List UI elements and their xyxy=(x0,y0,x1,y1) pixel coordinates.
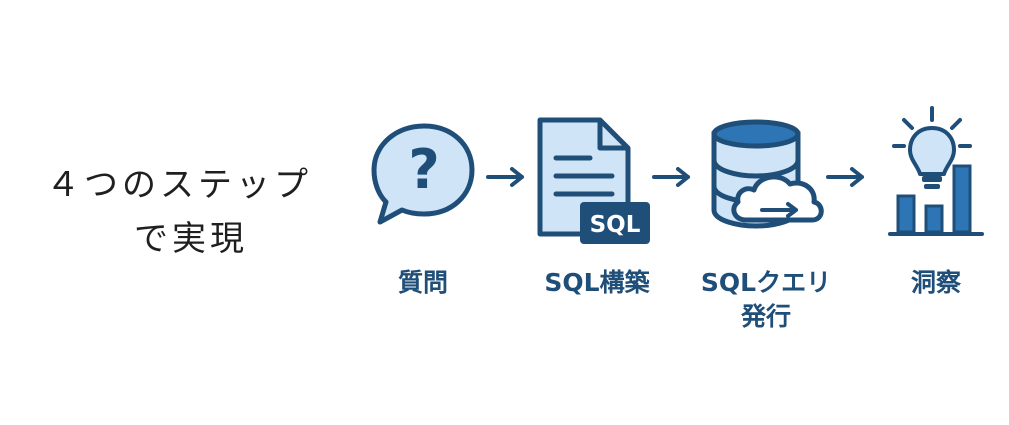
step-label-question: 質問 xyxy=(343,266,503,300)
database-cloud-icon xyxy=(711,119,824,229)
lightbulb-chart-icon xyxy=(888,106,984,236)
step-4-label: 洞察 xyxy=(910,268,961,297)
step-label-sql-build: SQL構築 xyxy=(517,266,677,300)
step-2-label: SQL構築 xyxy=(544,268,650,297)
question-mark-glyph: ? xyxy=(408,138,439,201)
step-label-sql-query: SQLクエリ 発行 xyxy=(686,266,846,334)
sql-document-icon: SQL xyxy=(537,117,650,244)
arrow-right-icon xyxy=(652,167,690,187)
title-line-2: で実現 xyxy=(134,219,248,259)
step-1-label: 質問 xyxy=(397,268,448,297)
step-label-insight: 洞察 xyxy=(856,266,1009,300)
sql-badge-text: SQL xyxy=(590,212,641,238)
step-3-label: SQLクエリ xyxy=(700,268,832,297)
arrow-right-icon xyxy=(826,167,864,187)
step-3-label-line2: 発行 xyxy=(740,302,791,331)
arrow-right-icon xyxy=(486,167,524,187)
title-line-1: ４つのステップ xyxy=(46,165,312,205)
diagram-title: ４つのステップ で実現 xyxy=(46,158,346,266)
question-bubble-icon: ? xyxy=(371,123,475,225)
